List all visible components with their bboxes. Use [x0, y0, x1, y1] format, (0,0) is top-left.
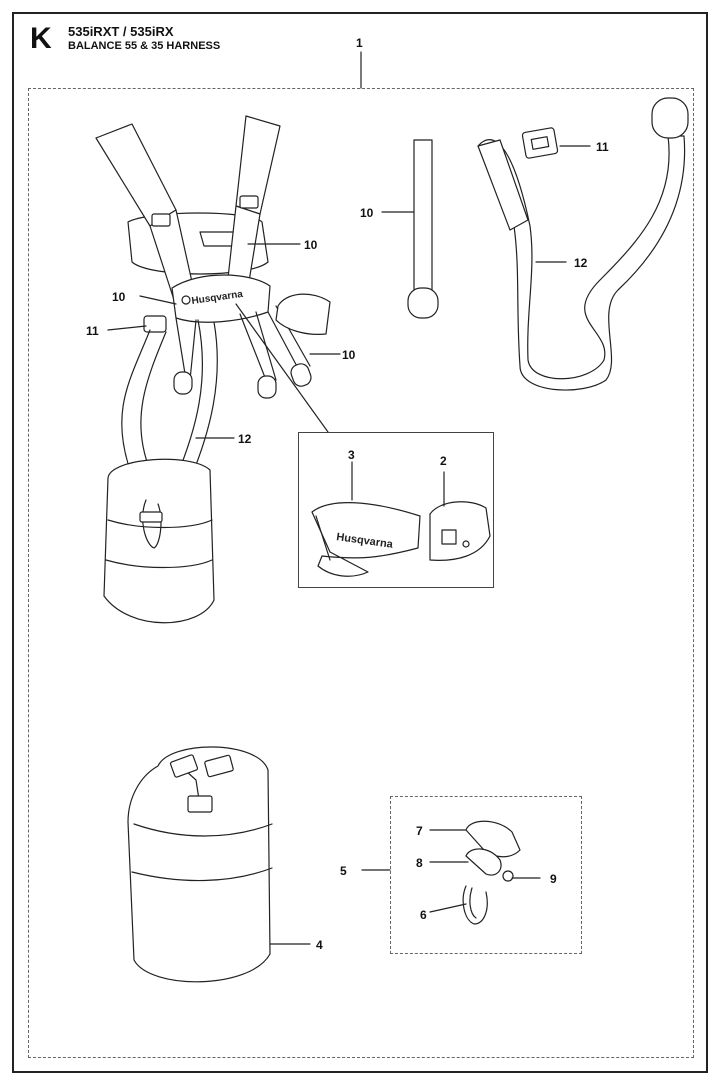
- callout-7: 7: [416, 824, 423, 838]
- leader-11-left: [107, 325, 147, 331]
- callout-2: 2: [440, 454, 447, 468]
- diagram-title: BALANCE 55 & 35 HARNESS: [68, 40, 221, 52]
- leader-10-left: [139, 295, 177, 305]
- callout-3: 3: [348, 448, 355, 462]
- hip-pad-part-4: [127, 746, 311, 983]
- harness-assembly: [95, 115, 341, 624]
- callout-5: 5: [340, 864, 347, 878]
- callout-12-right: 12: [574, 256, 588, 270]
- callout-10-top: 10: [304, 238, 318, 252]
- loose-strap-part-10: [381, 139, 439, 319]
- callout-11-left: 11: [86, 324, 99, 338]
- part-2-side-pad: [429, 471, 491, 561]
- callout-12-left: 12: [238, 432, 252, 446]
- waist-strap-part-12: [477, 97, 689, 391]
- callout-10-right: 10: [342, 348, 356, 362]
- callout-11-right: 11: [596, 140, 609, 154]
- hook-assembly-part-5: [361, 820, 541, 925]
- callout-6: 6: [420, 908, 427, 922]
- part-3-chest-cover: [311, 461, 421, 577]
- buckle-part-11: [521, 127, 591, 159]
- section-letter: K: [30, 22, 52, 55]
- callout-10-strap: 10: [360, 206, 374, 220]
- husqvarna-logo-chest: [181, 295, 191, 305]
- leader-detail: [235, 303, 329, 433]
- model-title: 535iRXT / 535iRX: [68, 24, 174, 39]
- callout-1: 1: [356, 36, 363, 50]
- detail-box-hook-assembly: [390, 796, 582, 954]
- callout-4: 4: [316, 938, 323, 952]
- callout-10-left: 10: [112, 290, 126, 304]
- page-frame: [12, 12, 708, 1073]
- callout-9: 9: [550, 872, 557, 886]
- callout-8: 8: [416, 856, 423, 870]
